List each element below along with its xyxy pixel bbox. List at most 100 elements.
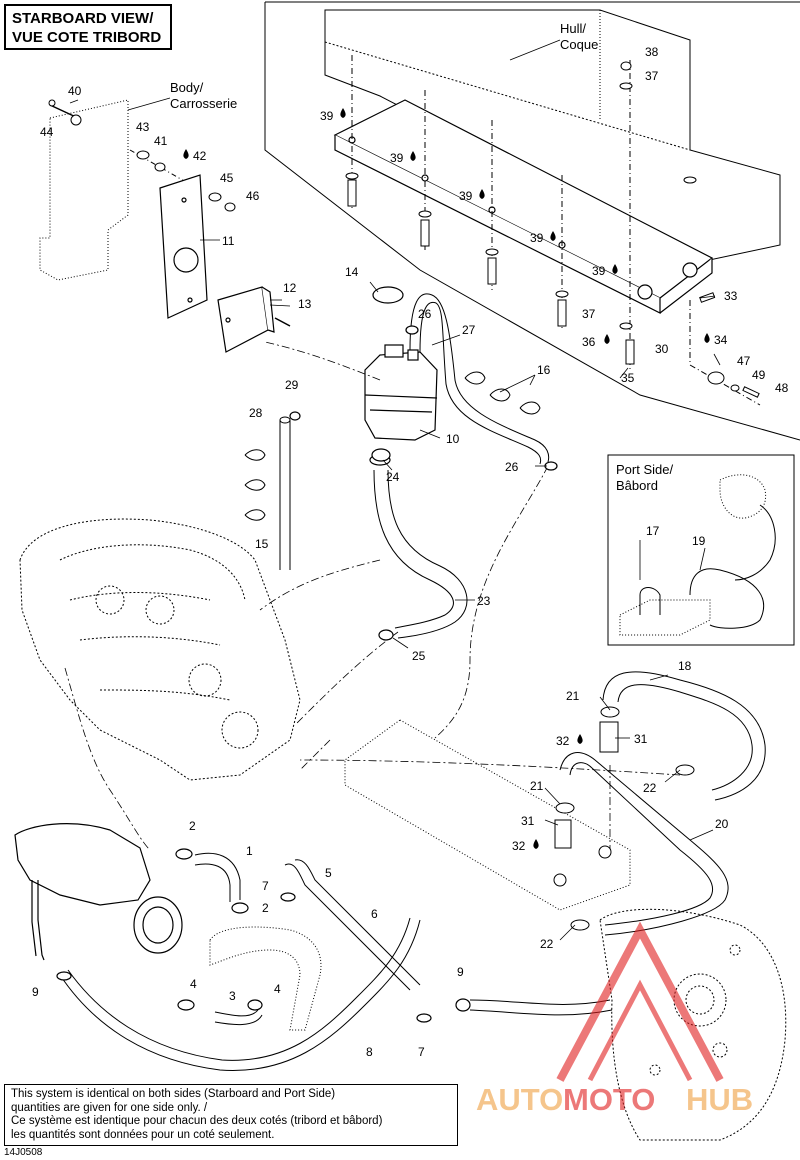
hose-18	[602, 671, 766, 801]
hose-23	[373, 469, 468, 639]
callout-4: 4	[274, 982, 281, 996]
hose-8	[59, 917, 421, 1071]
callout-31: 31	[521, 814, 535, 828]
callout-13: 13	[298, 297, 312, 311]
callout-leaders	[69, 39, 721, 941]
drop-icon	[340, 108, 346, 118]
hull-region	[264, 1, 800, 441]
callout-1: 1	[246, 844, 253, 858]
callout-34: 34	[714, 333, 728, 347]
callout-20: 20	[715, 817, 729, 831]
callout-7: 7	[262, 879, 269, 893]
view-title: STARBOARD VIEW/ VUE COTE TRIBORD	[4, 4, 172, 50]
drop-icon	[604, 334, 610, 344]
hose-27	[409, 293, 550, 465]
callout-22: 22	[540, 937, 554, 951]
callout-31: 31	[634, 732, 648, 746]
view-title-line2: VUE COTE TRIBORD	[12, 29, 162, 46]
callout-8: 8	[366, 1045, 373, 1059]
callout-39: 39	[592, 264, 606, 278]
note-line4: les quantités sont données pour un coté …	[11, 1128, 275, 1141]
callout-29: 29	[285, 378, 299, 392]
engine-block	[19, 518, 301, 781]
callout-24: 24	[386, 470, 400, 484]
port-side-inset	[607, 454, 795, 646]
drop-icon	[533, 839, 539, 849]
callout-19: 19	[692, 534, 706, 548]
port-inset-label-line1: Port Side/	[616, 462, 673, 477]
hull-bolts-39	[345, 55, 635, 370]
callout-numbers: 1 2 2 3 4 4 5 6 7 7 8 9 9 10 11 12 13 14…	[32, 45, 789, 1059]
callout-44: 44	[40, 125, 54, 139]
drop-icon	[550, 231, 556, 241]
hose-3	[214, 1009, 263, 1026]
stud-parts	[689, 292, 761, 406]
callout-30: 30	[655, 342, 669, 356]
fittings-31-32	[554, 706, 695, 931]
callout-7: 7	[418, 1045, 425, 1059]
callout-27: 27	[462, 323, 476, 337]
callout-16: 16	[537, 363, 551, 377]
callout-4: 4	[190, 977, 197, 991]
callout-26: 26	[418, 307, 432, 321]
note-line3: Ce système est identique pour chacun des…	[11, 1115, 383, 1127]
drop-icon	[410, 151, 416, 161]
callout-41: 41	[154, 134, 168, 148]
figure-code: 14J0508	[4, 1147, 43, 1158]
mount-plate-11	[159, 174, 208, 319]
callout-32: 32	[512, 839, 526, 853]
callout-40: 40	[68, 84, 82, 98]
callout-49: 49	[752, 368, 766, 382]
hull-label-line1: Hull/	[560, 21, 586, 36]
callout-9: 9	[32, 985, 39, 999]
callout-23: 23	[477, 594, 491, 608]
hose-clamps	[56, 325, 558, 1023]
callout-11: 11	[222, 234, 235, 248]
hose-1	[194, 852, 241, 902]
callout-37: 37	[582, 307, 596, 321]
clamps-16	[464, 371, 541, 415]
callout-48: 48	[775, 381, 789, 395]
area-labels: Hull/ Coque Body/ Carrosserie Port Side/…	[170, 21, 673, 493]
callout-2: 2	[262, 901, 269, 915]
clamps-15	[244, 449, 266, 521]
loctite-drop-icons	[183, 108, 710, 849]
callout-47: 47	[737, 354, 751, 368]
system-note: This system is identical on both sides (…	[4, 1084, 458, 1146]
callout-6: 6	[371, 907, 378, 921]
callout-26: 26	[505, 460, 519, 474]
note-line2: quantities are given for one side only. …	[11, 1101, 208, 1114]
callout-39: 39	[390, 151, 404, 165]
callout-32: 32	[556, 734, 570, 748]
body-label-line1: Body/	[170, 80, 204, 95]
hose-20	[559, 752, 729, 936]
lower-rail	[344, 719, 631, 911]
callout-46: 46	[246, 189, 260, 203]
hose-9-lower	[469, 999, 613, 1016]
leader-lines	[64, 341, 681, 851]
callout-45: 45	[220, 171, 234, 185]
hull-label-line2: Coque	[560, 37, 598, 52]
drop-icon	[183, 149, 189, 159]
drop-icon	[612, 264, 618, 274]
callout-17: 17	[646, 524, 660, 538]
watermark-text-1: AUTO	[476, 1082, 563, 1117]
callout-22: 22	[643, 781, 657, 795]
hose-5	[284, 859, 421, 991]
callout-10: 10	[446, 432, 460, 446]
drop-icon	[704, 333, 710, 343]
drop-icon	[577, 734, 583, 744]
callout-36: 36	[582, 335, 596, 349]
note-line1: This system is identical on both sides (…	[11, 1088, 336, 1100]
body-label-line2: Carrosserie	[170, 96, 237, 111]
callout-39: 39	[530, 231, 544, 245]
watermark-text-3: HUB	[686, 1082, 753, 1117]
callout-21: 21	[530, 779, 544, 793]
callout-9: 9	[457, 965, 464, 979]
callout-18: 18	[678, 659, 692, 673]
callout-37: 37	[645, 69, 659, 83]
callout-14: 14	[345, 265, 359, 279]
bracket-rail-30	[333, 99, 714, 314]
drop-icon	[479, 189, 485, 199]
